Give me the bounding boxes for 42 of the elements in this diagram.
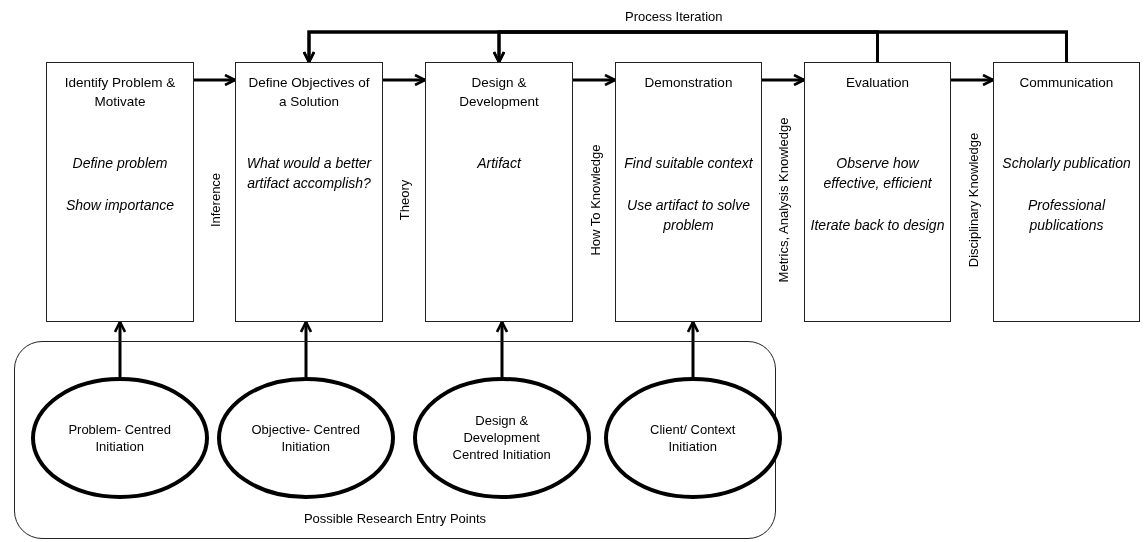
arrow xyxy=(492,30,1068,64)
process-box xyxy=(804,62,951,322)
step-note: Show importance xyxy=(64,196,176,215)
entry-ellipse xyxy=(30,376,209,499)
process-box xyxy=(46,62,194,322)
arrow xyxy=(383,73,427,87)
arrow xyxy=(686,320,700,377)
arrow xyxy=(495,320,509,377)
step-note: Use artifact to solve problem xyxy=(626,196,751,235)
entry-label: Problem- Centred Initiation xyxy=(67,420,172,455)
step-note: Artifact xyxy=(476,154,523,173)
step-title: Design & Development xyxy=(458,74,540,111)
arrow xyxy=(762,73,806,87)
step-note: Scholarly publication xyxy=(1001,154,1132,173)
group-title: Possible Research Entry Points xyxy=(302,511,488,526)
entry-ellipse xyxy=(603,376,782,499)
arrow xyxy=(951,73,995,87)
step-note: Professional publications xyxy=(1026,196,1107,235)
step-title: Define Objectives of a Solution xyxy=(248,74,370,111)
process-box xyxy=(615,62,762,322)
step-title: Demonstration xyxy=(643,74,734,92)
step-note: Observe how effective, efficient xyxy=(822,154,933,193)
step-note: Iterate back to design xyxy=(809,216,946,235)
arrow xyxy=(113,320,127,377)
process-box xyxy=(425,62,573,322)
entry-label: Objective- Centred Initiation xyxy=(250,420,361,455)
step-title: Identify Problem & Motivate xyxy=(63,74,177,111)
step-note: Find suitable context xyxy=(623,154,754,173)
arrow xyxy=(299,320,313,377)
process-box xyxy=(993,62,1140,322)
step-title: Evaluation xyxy=(844,74,910,92)
process-box xyxy=(235,62,383,322)
step-note: Define problem xyxy=(71,154,169,173)
entry-label: Client/ Context Initiation xyxy=(649,420,737,455)
arrow xyxy=(573,73,617,87)
entry-ellipse xyxy=(412,376,591,499)
loop-label: Process Iteration xyxy=(625,9,723,24)
entry-label: Design & Development Centred Initiation xyxy=(451,412,552,464)
step-title: Communication xyxy=(1018,74,1115,92)
arrow xyxy=(194,73,237,87)
step-note: What would a better artifact accomplish? xyxy=(245,154,373,193)
entry-ellipse xyxy=(216,376,395,499)
